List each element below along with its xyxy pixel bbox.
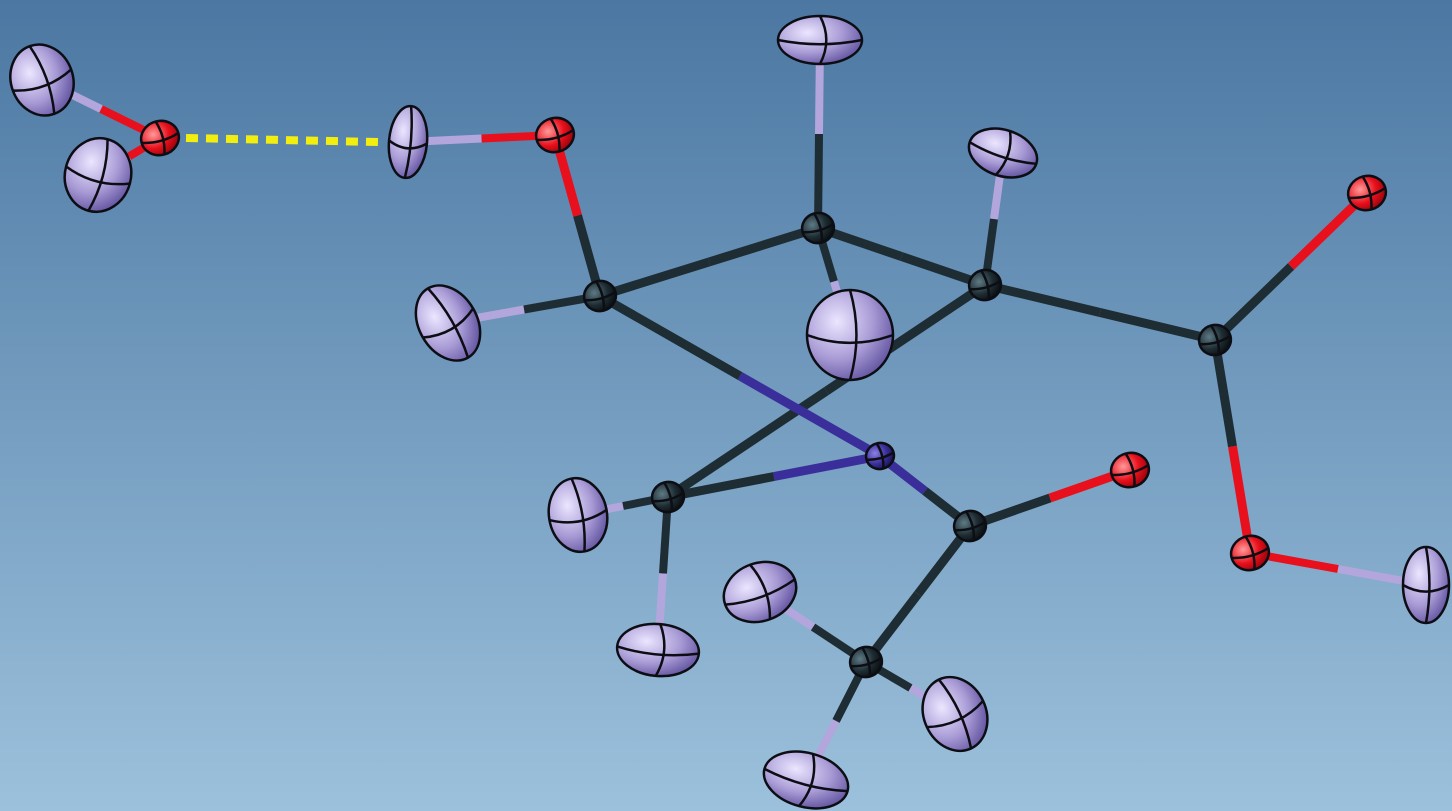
carbon-atom: [967, 268, 1003, 302]
hydrogen-bond-layer: [185, 134, 379, 146]
hydrogen-atom: [776, 14, 864, 66]
hydrogen-atom: [547, 476, 609, 554]
bond-half: [667, 472, 775, 502]
hydrogen-bond: [185, 134, 379, 146]
oxygen-atom: [534, 116, 576, 154]
nitrogen-atom: [864, 441, 896, 471]
hydrogen-atom: [762, 750, 850, 810]
bond-half: [597, 292, 743, 380]
hydrogen-atom: [921, 675, 989, 753]
bond-half: [598, 257, 711, 301]
hydrogen-atom: [967, 127, 1039, 179]
atoms-layer: [9, 14, 1451, 810]
hydrogen-atom: [805, 288, 895, 382]
hydrogen-atom: [9, 43, 75, 117]
bond-half: [1210, 339, 1237, 448]
carbon-atom: [952, 509, 988, 543]
hydrogen-atom: [1401, 545, 1451, 625]
hydrogen-atom: [615, 622, 701, 678]
bond-half: [983, 280, 1102, 317]
oxygen-atom: [1229, 534, 1271, 572]
carbon-atom: [848, 645, 884, 679]
carbon-atom: [582, 279, 618, 313]
hydrogen-atom: [722, 560, 798, 624]
bond-half: [737, 372, 883, 460]
bond-half: [1211, 263, 1295, 344]
bond-half: [707, 223, 820, 267]
hydrogen-atom: [387, 104, 429, 180]
hydrogen-atom: [63, 137, 133, 213]
oxygen-atom: [139, 119, 181, 157]
carbon-atom: [800, 211, 836, 245]
carbon-atom: [650, 480, 686, 514]
oxygen-atom: [1109, 451, 1151, 489]
hydrogen-atom: [414, 284, 482, 362]
oxygen-atom: [1346, 174, 1388, 212]
bond-half: [773, 451, 881, 481]
carbon-atom: [1197, 323, 1233, 357]
bond-half: [1098, 308, 1217, 345]
